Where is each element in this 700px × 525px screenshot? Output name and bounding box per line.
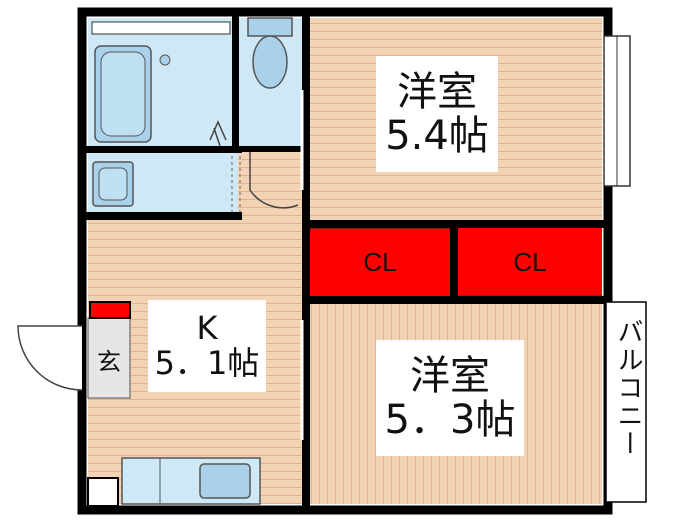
entrance-label: 玄 xyxy=(97,347,121,376)
closet-left-area xyxy=(310,228,450,296)
interior-walls xyxy=(82,12,608,510)
room-size: 5．1帖 xyxy=(154,344,260,382)
closet-right-area xyxy=(458,228,602,296)
entrance-door-swing xyxy=(17,325,83,391)
western-room-top-label: 洋室 5.4帖 xyxy=(376,56,498,172)
closet-right-label: CL xyxy=(513,246,547,277)
toilet-tank xyxy=(247,17,293,37)
room-name: 洋室 xyxy=(410,353,490,399)
balcony-area xyxy=(605,301,647,503)
room-name: 洋室 xyxy=(397,69,477,115)
toilet-bowl xyxy=(252,35,288,89)
outer-wall xyxy=(77,7,613,515)
western-room-bottom-label: 洋室 5．3帖 xyxy=(376,340,524,456)
hall-floor xyxy=(238,150,302,220)
toilet-door-swing xyxy=(249,152,299,209)
kitchen-sink xyxy=(199,463,251,499)
kitchen-label: K 5．1帖 xyxy=(148,300,266,392)
entrance-area xyxy=(87,317,131,399)
closet-left-label: CL xyxy=(363,246,397,277)
shoe-cabinet xyxy=(89,301,131,319)
storage-box xyxy=(87,477,119,507)
room-size: 5.4帖 xyxy=(385,113,489,159)
balcony-label: バルコニー xyxy=(613,318,643,458)
room-name: K xyxy=(196,308,218,347)
room-size: 5．3帖 xyxy=(384,397,516,443)
